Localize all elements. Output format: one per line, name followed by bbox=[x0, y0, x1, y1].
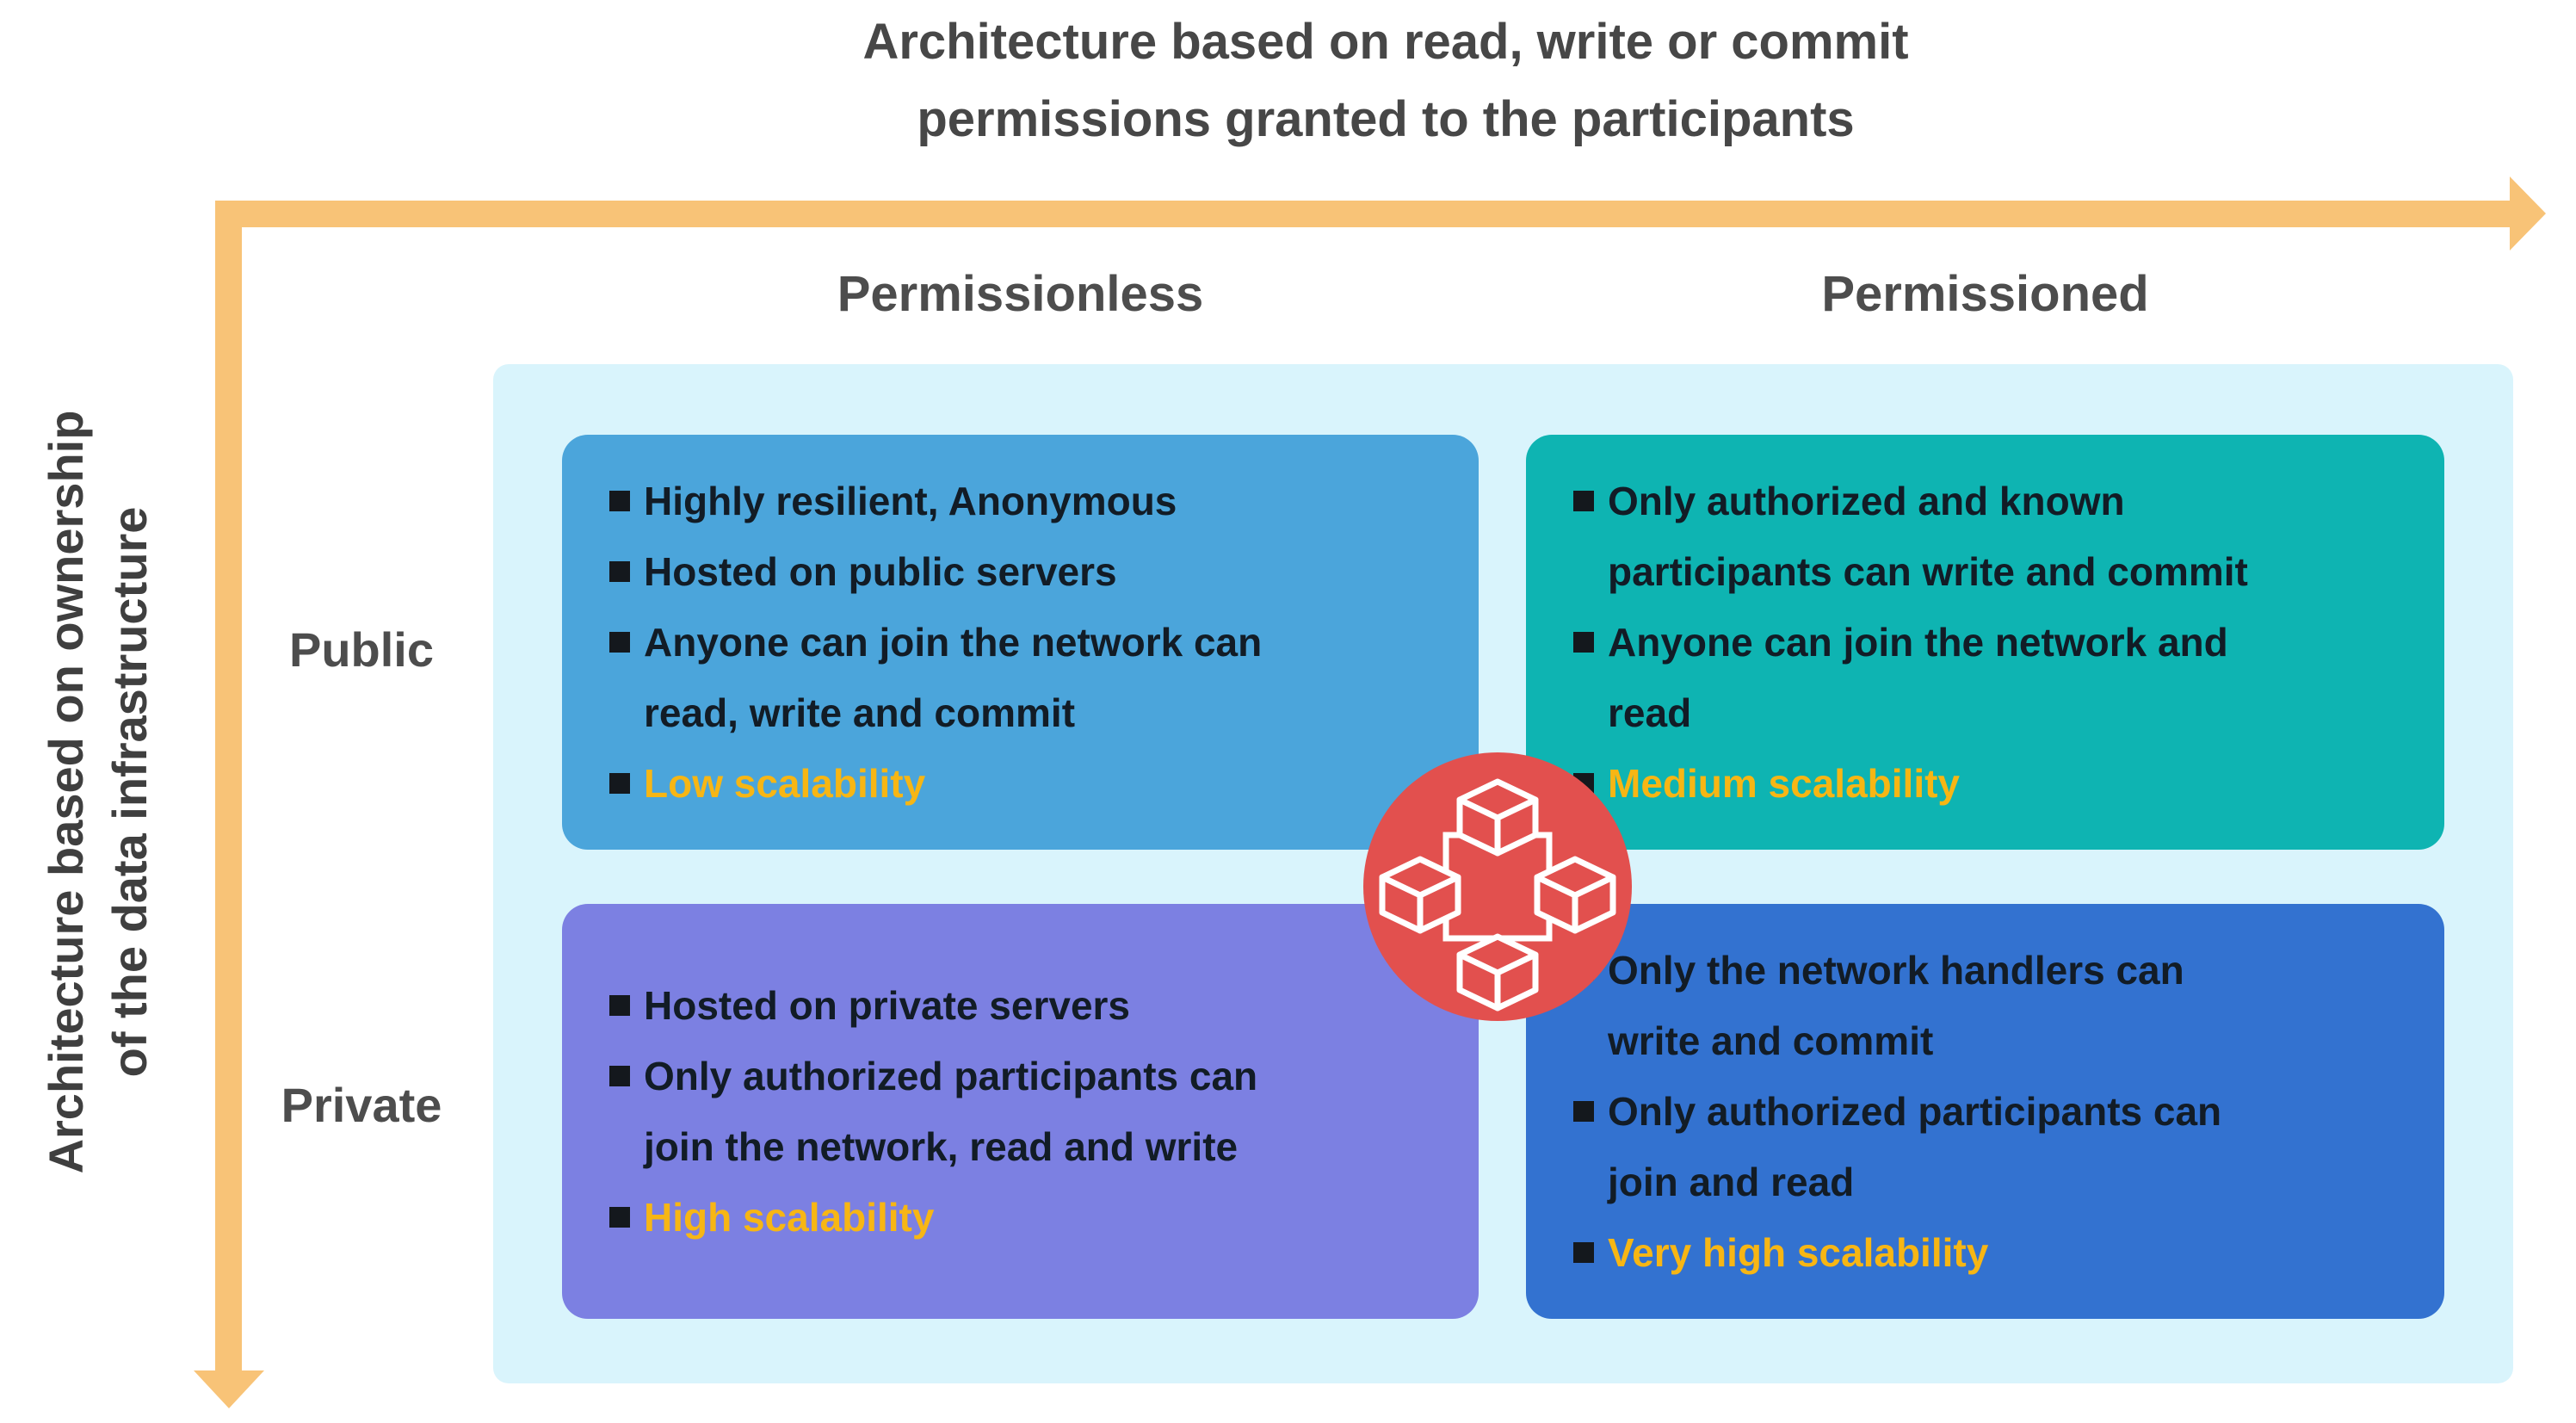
bullet-text: Hosted on private servers bbox=[644, 983, 1131, 1028]
scalability-text: Medium scalability bbox=[1608, 761, 1961, 806]
y-axis-title-line1: Architecture based on ownership bbox=[39, 410, 93, 1174]
x-axis-title: Architecture based on read, write or com… bbox=[525, 3, 2246, 158]
blockchain-icon-svg bbox=[1363, 752, 1632, 1021]
x-axis-arrow-line bbox=[215, 201, 2511, 227]
quadrant-public-permissionless: Highly resilient, Anonymous Hosted on pu… bbox=[562, 435, 1479, 850]
bullet-item: Highly resilient, Anonymous bbox=[609, 466, 1262, 536]
x-axis-arrowhead-icon bbox=[2510, 176, 2546, 251]
y-axis-title: Architecture based on ownership of the d… bbox=[34, 319, 158, 1265]
bullet-text: Hosted on public servers bbox=[644, 549, 1117, 594]
scalability-item: Low scalability bbox=[609, 748, 1262, 819]
bullet-item: Only authorized and known participants c… bbox=[1573, 466, 2248, 607]
scalability-item: Very high scalability bbox=[1573, 1217, 2221, 1288]
column-header-permissioned: Permissioned bbox=[1821, 266, 2149, 322]
scalability-text: Very high scalability bbox=[1608, 1230, 1989, 1275]
scalability-item: Medium scalability bbox=[1573, 748, 2248, 819]
bullet-item: Only the network handlers can write and … bbox=[1573, 935, 2221, 1076]
x-axis-title-line1: Architecture based on read, write or com… bbox=[862, 14, 1909, 70]
bullet-text: Anyone can join the network can read, wr… bbox=[644, 620, 1263, 735]
bullet-list: Highly resilient, Anonymous Hosted on pu… bbox=[562, 466, 1283, 819]
bullet-text: Only the network handlers can write and … bbox=[1608, 948, 2184, 1063]
bullet-list: Only the network handlers can write and … bbox=[1526, 935, 2243, 1288]
bullet-item: Hosted on private servers bbox=[609, 970, 1257, 1041]
bullet-item: Anyone can join the network and read bbox=[1573, 607, 2248, 748]
quadrant-private-permissioned: Only the network handlers can write and … bbox=[1526, 904, 2444, 1319]
bullet-item: Only authorized participants can join an… bbox=[1573, 1076, 2221, 1217]
row-label-private: Private bbox=[281, 1078, 442, 1132]
bullet-text: Only authorized participants can join an… bbox=[1608, 1089, 2222, 1204]
bullet-text: Only authorized and known participants c… bbox=[1608, 479, 2248, 594]
bullet-text: Anyone can join the network and read bbox=[1608, 620, 2228, 735]
matrix-background: Highly resilient, Anonymous Hosted on pu… bbox=[493, 364, 2513, 1383]
bullet-item: Only authorized participants can join th… bbox=[609, 1041, 1257, 1182]
bullet-item: Hosted on public servers bbox=[609, 536, 1262, 607]
y-axis-arrowhead-icon bbox=[194, 1370, 264, 1408]
y-axis-arrow-line bbox=[215, 201, 242, 1371]
bullet-text: Highly resilient, Anonymous bbox=[644, 479, 1177, 523]
scalability-text: High scalability bbox=[644, 1195, 935, 1240]
row-label-public: Public bbox=[288, 622, 435, 677]
scalability-item: High scalability bbox=[609, 1182, 1257, 1253]
quadrant-private-permissionless: Hosted on private servers Only authorize… bbox=[562, 904, 1479, 1319]
quadrant-public-permissioned: Only authorized and known participants c… bbox=[1526, 435, 2444, 850]
x-axis-title-line2: permissions granted to the participants bbox=[917, 91, 1855, 147]
bullet-list: Only authorized and known participants c… bbox=[1526, 466, 2270, 819]
scalability-text: Low scalability bbox=[644, 761, 926, 806]
blockchain-icon bbox=[1363, 752, 1632, 1021]
bullet-list: Hosted on private servers Only authorize… bbox=[562, 970, 1279, 1253]
bullet-item: Anyone can join the network can read, wr… bbox=[609, 607, 1262, 748]
column-header-permissionless: Permissionless bbox=[837, 266, 1204, 322]
y-axis-title-line2: of the data infrastructure bbox=[102, 506, 157, 1078]
bullet-text: Only authorized participants can join th… bbox=[644, 1054, 1258, 1169]
